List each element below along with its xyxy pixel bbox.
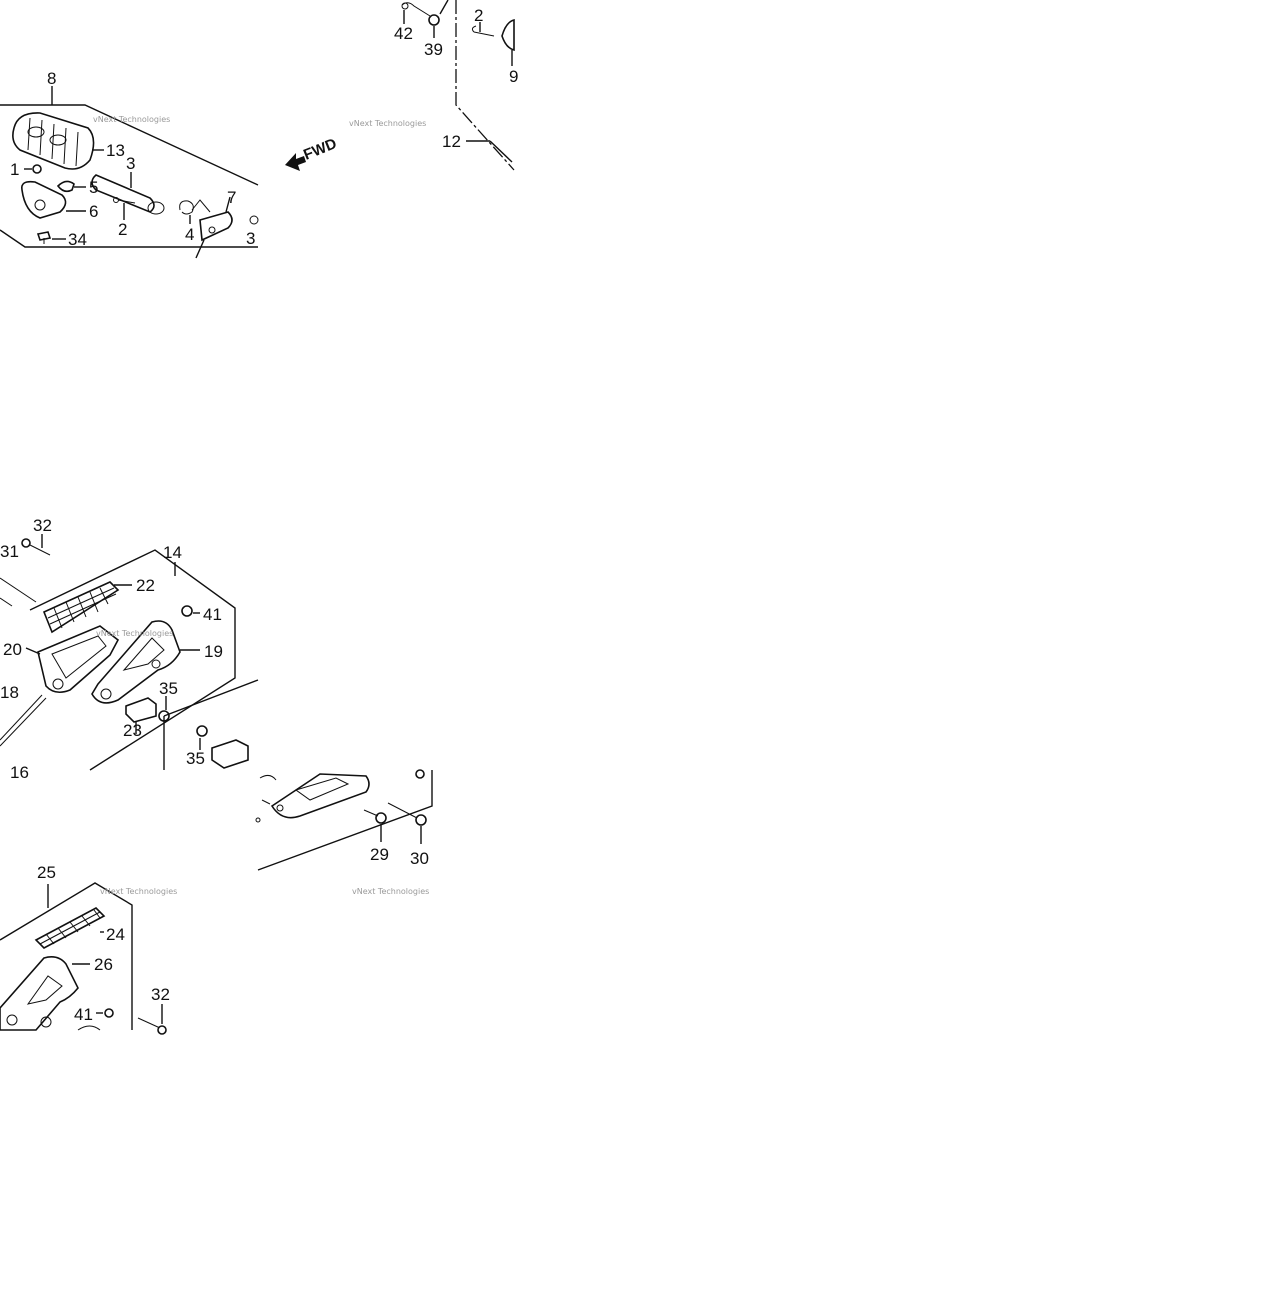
step-bracket-20 [37, 625, 120, 694]
watermark-3: vNext Technologies [96, 629, 173, 638]
assembly-8-group: 8 13 3 1 5 6 2 4 7 3 34 [0, 69, 259, 259]
bolt-30 [387, 802, 427, 826]
nut-top-right [415, 769, 425, 779]
callout-25: 25 [37, 863, 56, 882]
cotter-pin-2b [471, 25, 495, 37]
callout-2b: 2 [474, 6, 483, 25]
clip-5 [56, 180, 75, 193]
callout-24: 24 [106, 925, 125, 944]
callout-7: 7 [227, 188, 236, 207]
forward-arrow-icon [285, 153, 306, 171]
assembly-8-frame-bottom [0, 229, 258, 248]
bolt-35b [196, 725, 208, 737]
forward-direction-marker: FWD [285, 135, 339, 171]
callout-19: 19 [204, 642, 223, 661]
callout-39: 39 [424, 40, 443, 59]
bolt-31-tail [0, 597, 13, 607]
callout-3: 3 [126, 154, 135, 173]
bracket-41b-edge [77, 1025, 101, 1031]
holder-plate-7 [199, 211, 233, 242]
footrest-bar [255, 773, 370, 823]
bolt-32b [137, 1017, 167, 1035]
leader-7 [225, 196, 231, 213]
callout-41a: 41 [203, 605, 222, 624]
assembly-14-frame [29, 549, 236, 771]
callout-9: 9 [509, 67, 518, 86]
nut-41b [104, 1008, 114, 1018]
assembly-29-30-frame [257, 770, 433, 871]
callout-16: 16 [10, 763, 29, 782]
bolt-head-3b [249, 215, 259, 225]
bolt-34 [36, 231, 52, 244]
callout-32a: 32 [33, 516, 52, 535]
assembly-35b-frame-top [163, 679, 259, 717]
bolt-32a [21, 538, 51, 556]
watermark-2: vNext Technologies [349, 119, 426, 128]
callout-8: 8 [47, 69, 56, 88]
leader-plate-down [195, 239, 205, 259]
cotter-pin-2 [113, 197, 136, 204]
assembly-25-frame [0, 882, 133, 1030]
step-grate-22 [42, 581, 120, 634]
washer-1 [32, 164, 42, 174]
pivot-pin-3 [91, 174, 165, 215]
pin-42 [401, 2, 431, 17]
watermark-1: vNext Technologies [93, 115, 170, 124]
step-holder-19 [91, 620, 181, 704]
bolt-31 [0, 577, 37, 603]
callout-13: 13 [106, 141, 125, 160]
callout-29: 29 [370, 845, 389, 864]
watermark-group: vNext Technologies vNext Technologies vN… [93, 115, 429, 896]
callout-32b: 32 [151, 985, 170, 1004]
assembly-29-30-group: 35 29 30 [163, 679, 433, 871]
assembly-12-frame [455, 0, 515, 171]
callout-41b: 41 [74, 1005, 93, 1024]
callout-42: 42 [394, 24, 413, 43]
fwd-label: FWD [301, 135, 339, 164]
callout-2a: 2 [118, 220, 127, 239]
washer-39 [428, 14, 440, 26]
assembly-12-group: 42 39 2 9 12 [394, 0, 518, 171]
callout-1: 1 [10, 160, 19, 179]
assembly-14-group: 32 31 14 22 41 20 19 18 35 23 16 [0, 516, 236, 782]
shaft-18-edge [0, 697, 47, 747]
callout-35a: 35 [159, 679, 178, 698]
nut-41a [181, 605, 193, 617]
step-holder-26 [0, 956, 79, 1031]
bracket-35b [211, 739, 249, 769]
callout-4: 4 [185, 225, 194, 244]
bolt-29 [363, 809, 387, 824]
callout-3b: 3 [246, 229, 255, 248]
shaft-18 [0, 694, 43, 741]
callout-34: 34 [68, 230, 87, 249]
callout-12: 12 [442, 132, 461, 151]
assembly-8-frame [0, 104, 259, 186]
footpeg-rubber-13 [12, 112, 95, 170]
leader-39-up [439, 0, 449, 15]
callout-6: 6 [89, 202, 98, 221]
assembly-25-group: 25 24 26 32 41 [0, 863, 170, 1035]
callout-23: 23 [123, 721, 142, 740]
part-9-body [501, 18, 515, 52]
step-grate-24 [34, 907, 106, 949]
leader-20 [25, 647, 41, 655]
callout-30: 30 [410, 849, 429, 868]
leader-12-diag [489, 140, 513, 163]
callout-31: 31 [0, 542, 19, 561]
callout-26: 26 [94, 955, 113, 974]
callout-22: 22 [136, 576, 155, 595]
callout-20: 20 [3, 640, 22, 659]
watermark-4: vNext Technologies [100, 887, 177, 896]
watermark-5: vNext Technologies [352, 887, 429, 896]
callout-14: 14 [163, 543, 182, 562]
spring-4 [179, 199, 211, 215]
callout-5: 5 [89, 178, 98, 197]
bracket-23 [125, 697, 157, 723]
footpeg-bracket-6 [20, 180, 67, 219]
callout-35b: 35 [186, 749, 205, 768]
callout-18: 18 [0, 683, 19, 702]
